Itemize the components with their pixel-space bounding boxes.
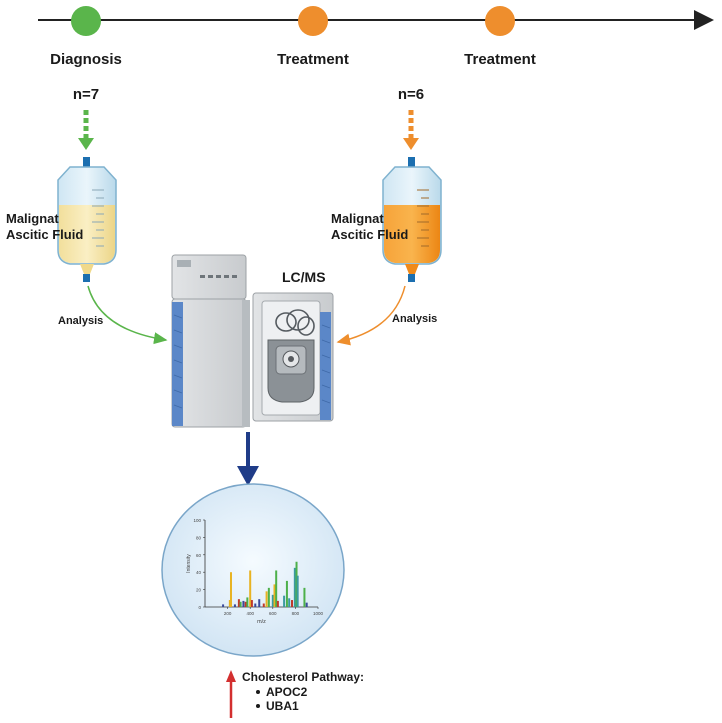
spectrum-peak: [262, 603, 265, 607]
output-arrowhead: [237, 466, 259, 486]
timeline-label-treatment-1: Treatment: [277, 51, 349, 68]
spectrum-y-label: Intensity: [186, 554, 192, 573]
spectrum-y-tick-label: 100: [193, 518, 201, 523]
spectrum-x-tick-label: 200: [224, 611, 232, 616]
result-item-1: APOC2: [266, 685, 308, 699]
bullet-1: [256, 690, 260, 694]
right-arrowhead: [403, 138, 419, 150]
spectrum-peak: [276, 600, 279, 607]
spectrum-peak: [293, 567, 296, 607]
spectrum-peak: [242, 600, 245, 607]
spectrum-y-tick-label: 40: [196, 570, 202, 575]
result-block: Cholesterol Pathway: APOC2 UBA1: [226, 670, 364, 718]
spectrum-peak: [305, 602, 308, 607]
spectrum-plot: 0 20 40 60 80 100 200 400 600 800 1000 Intensity m/z: [186, 518, 324, 625]
lcms-label: LC/MS: [282, 269, 326, 285]
spectrum-peak: [258, 599, 261, 607]
right-fluid-label-line-2: Ascitic Fluid: [331, 227, 408, 242]
spectrum-peak: [283, 595, 286, 607]
left-analysis-arrow: [87, 285, 168, 345]
diagnosis-point: [71, 6, 101, 36]
spectrum-peak: [291, 600, 294, 607]
left-arrowhead: [78, 138, 94, 150]
spectrum-peak: [249, 570, 252, 607]
spectrum-peak: [265, 591, 268, 607]
result-title: Cholesterol Pathway:: [242, 670, 364, 684]
left-sample-count: n=7: [73, 86, 99, 103]
spectrum-y-tick-label: 0: [198, 605, 201, 610]
mass-spectrum: 0 20 40 60 80 100 200 400 600 800 1000 Intensity m/z: [161, 483, 345, 657]
spectrum-peak: [239, 601, 242, 607]
right-analysis-arrow: [336, 285, 406, 346]
spectrum-y-tick-label: 20: [196, 588, 202, 593]
right-sample-count: n=6: [398, 86, 424, 103]
spectrum-peak: [246, 597, 249, 607]
right-analysis-label: Analysis: [392, 313, 437, 325]
spectrum-x-label: m/z: [257, 619, 266, 625]
spectrum-peak: [250, 600, 253, 607]
spectrum-peak: [237, 599, 240, 607]
up-arrowhead: [226, 670, 236, 682]
bullet-2: [256, 704, 260, 708]
spectrum-peak: [295, 561, 298, 607]
right-iv-bag: [382, 157, 442, 282]
spectrum-x-tick-label: 1000: [313, 611, 324, 616]
timeline-label-treatment-2: Treatment: [464, 51, 536, 68]
spectrum-peak: [285, 580, 288, 607]
spectrum-x-tick-label: 800: [292, 611, 300, 616]
spectrum-peak: [296, 575, 299, 607]
spectrum-peak: [222, 604, 225, 607]
spectrum-peak: [267, 587, 270, 607]
left-iv-bag: [57, 157, 117, 282]
left-fluid-label-line-1: Malignat: [6, 211, 59, 226]
spectrum-peak: [244, 601, 247, 607]
left-fluid-label-line-2: Ascitic Fluid: [6, 227, 83, 242]
spectrum-x-tick-label: 400: [246, 611, 254, 616]
treatment-point-1: [298, 6, 328, 36]
timeline: Diagnosis Treatment Treatment: [38, 6, 714, 68]
spectrum-peak: [228, 600, 231, 607]
spectrum-x-tick-label: 600: [269, 611, 277, 616]
spectrum-peak: [303, 587, 306, 607]
spectrum-peak: [229, 572, 232, 607]
right-sample: n=6 Malignat Ascitic Fluid Analysis: [331, 86, 442, 346]
spectrum-peak: [254, 603, 257, 607]
spectrum-y-tick-label: 80: [196, 535, 202, 540]
spectrum-peak: [288, 598, 291, 607]
left-fluid-label: Malignat Ascitic Fluid: [6, 211, 83, 242]
spectrum-y-tick-label: 60: [196, 553, 202, 558]
treatment-point-2: [485, 6, 515, 36]
timeline-label-diagnosis: Diagnosis: [50, 51, 122, 68]
spectrum-peak: [273, 584, 276, 607]
spectrum-peak: [271, 594, 274, 607]
spectrum-peak: [233, 604, 236, 607]
result-item-2: UBA1: [266, 699, 299, 713]
lcms-instrument: LC/MS: [171, 254, 334, 428]
left-sample: n=7 Malignat Ascitic Fluid Analysis: [6, 86, 168, 345]
spectrum-peak: [275, 570, 278, 607]
left-analysis-label: Analysis: [58, 315, 103, 327]
right-fluid-label: Malignat Ascitic Fluid: [331, 211, 408, 242]
right-fluid-label-line-1: Malignat: [331, 211, 384, 226]
